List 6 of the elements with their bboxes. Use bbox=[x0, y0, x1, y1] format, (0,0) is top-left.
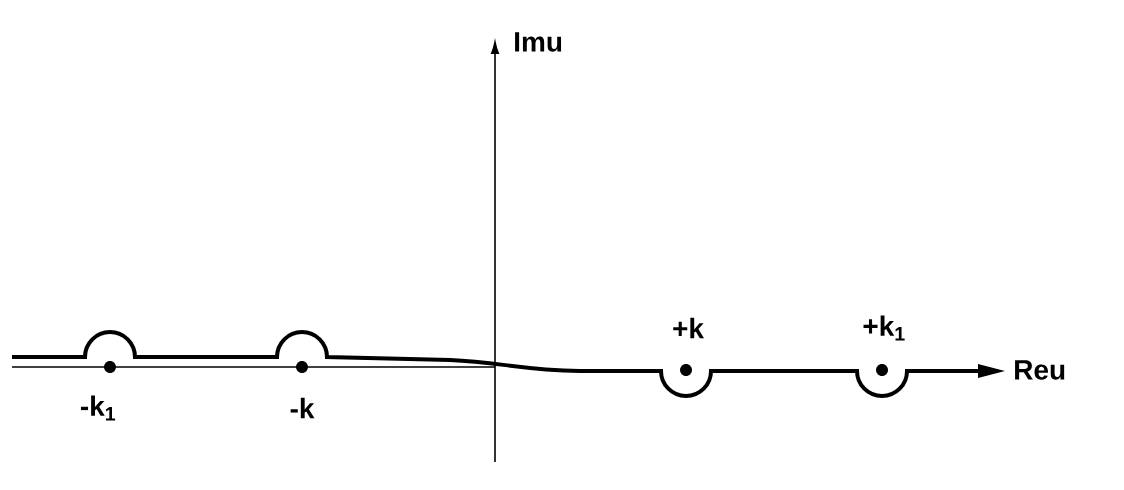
axis-label: Imu bbox=[515, 32, 562, 52]
axis-label: Reu bbox=[1015, 360, 1065, 380]
point-label: -k bbox=[290, 397, 315, 419]
point-label: +k bbox=[673, 317, 704, 339]
point-label: -k$_{1}$ bbox=[80, 395, 116, 421]
point-label: +k$_{1}$ bbox=[863, 315, 905, 341]
